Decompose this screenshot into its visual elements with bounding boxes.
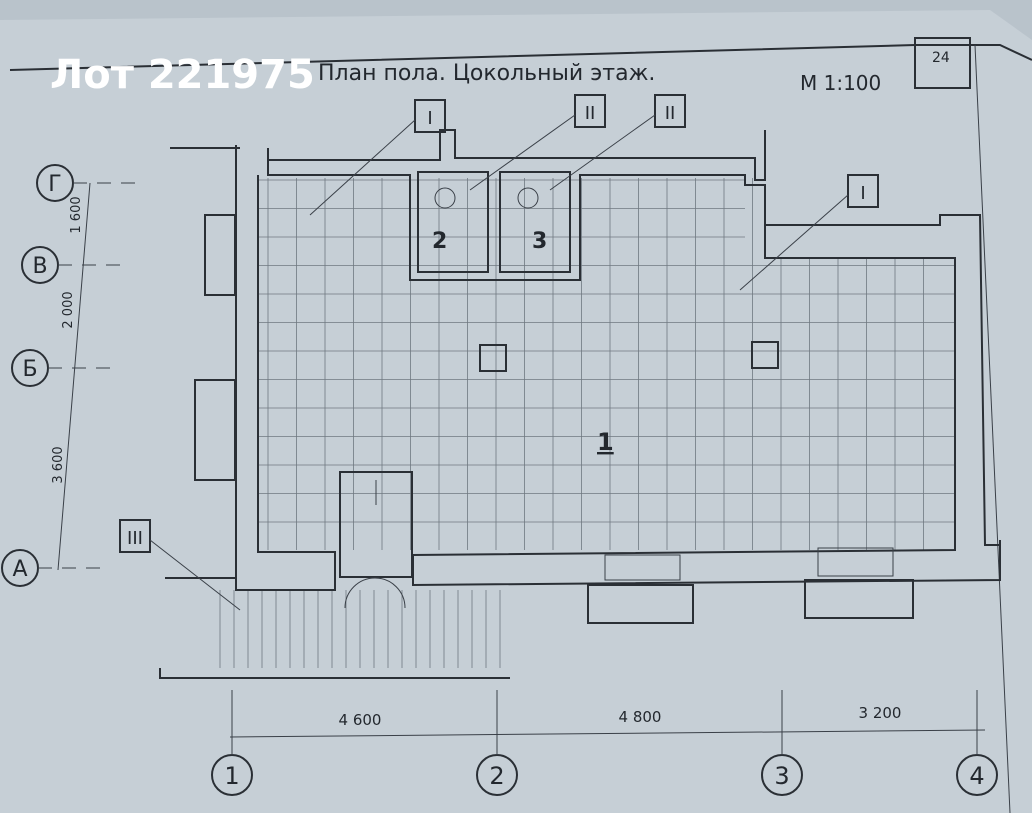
window — [587, 584, 694, 624]
dimension-label: 3 200 — [859, 704, 902, 722]
window — [804, 579, 914, 619]
floor-type-marker — [119, 519, 151, 553]
leader-line — [549, 114, 656, 191]
axis-label: А — [12, 557, 27, 582]
axis-label: 2 — [489, 762, 504, 790]
floor-type-marker — [654, 94, 686, 128]
dimension-label: 1 600 — [69, 196, 84, 233]
window-frame — [604, 554, 681, 581]
window-frame — [817, 547, 894, 577]
floor-type-label: III — [127, 528, 143, 549]
staircase — [339, 471, 413, 578]
axis-label: 3 — [774, 762, 789, 790]
bathroom-2 — [417, 171, 489, 273]
grid-axes: 1 2 3 4 4 600 4 800 3 200 Г В Б А 1 600 2 000 3 600 — [1, 164, 998, 796]
entrance-platform-outline — [159, 668, 510, 679]
room-number-3: 3 — [532, 229, 547, 254]
page-number-box — [914, 37, 971, 89]
axis-label: Б — [22, 357, 37, 382]
toilet-icon — [434, 187, 456, 209]
dimension-line-vertical — [57, 182, 91, 571]
bathroom-3 — [499, 171, 571, 273]
inner-wall-outline — [257, 175, 336, 585]
leader-line — [149, 539, 241, 611]
sheet-frame-right — [974, 44, 1011, 813]
sheet-scale: М 1:100 — [800, 71, 881, 95]
floor-type-marker — [847, 174, 879, 208]
column — [751, 341, 779, 369]
dimension-label: 3 600 — [51, 446, 66, 483]
dimension-line-horizontal — [229, 729, 986, 738]
page-number: 24 — [932, 50, 950, 66]
leader-line — [469, 114, 576, 191]
window — [204, 214, 236, 296]
axis-label: В — [32, 254, 47, 279]
right-wall — [765, 214, 1000, 546]
leader-line — [309, 119, 416, 216]
paper-sheet — [0, 10, 1032, 813]
toilet-icon — [517, 187, 539, 209]
top-wall — [267, 129, 766, 181]
entrance-door — [344, 577, 406, 609]
dimension-label: 2 000 — [61, 291, 76, 328]
axis-label: Г — [48, 172, 61, 197]
lot-watermark: Лот 221975 — [50, 52, 315, 98]
room-number-1: 1 — [597, 428, 614, 456]
floor-type-label: II — [585, 103, 596, 124]
sheet-frame — [9, 44, 1032, 71]
floor-type-label: I — [860, 183, 865, 204]
floor-tile-grid — [219, 178, 955, 668]
window — [194, 379, 236, 481]
leader-line — [739, 194, 849, 291]
floor-type-label: I — [427, 108, 432, 129]
floor-type-marker — [574, 94, 606, 128]
column — [479, 344, 507, 372]
floor-type-label: II — [665, 103, 676, 124]
room-number-2: 2 — [432, 229, 447, 254]
sheet-title: План пола. Цокольный этаж. — [318, 61, 655, 86]
dimension-label: 4 800 — [619, 708, 662, 726]
axis-label: 4 — [969, 762, 984, 790]
dimension-label: 4 600 — [339, 711, 382, 729]
floor-type-marker — [414, 99, 446, 133]
axis-label: 1 — [224, 762, 239, 790]
